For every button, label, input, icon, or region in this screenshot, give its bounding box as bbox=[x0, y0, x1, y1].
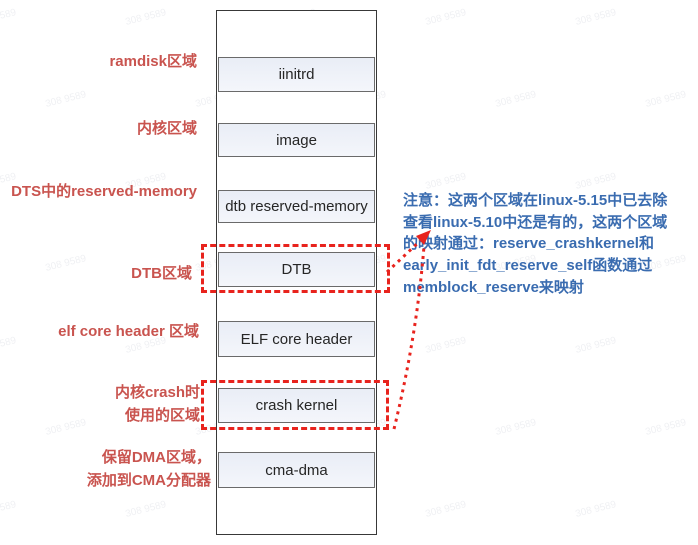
note-text: 注意：这两个区域在linux-5.15中已去除 查看linux-5.10中还是有… bbox=[403, 190, 695, 299]
side-label-dma-cma-line1: 保留DMA区域， bbox=[101, 449, 211, 466]
memory-box-dtb: DTB bbox=[218, 252, 375, 287]
watermark-text: 308 9589 bbox=[44, 89, 88, 110]
note-line-1: 注意：这两个区域在linux-5.15中已去除 bbox=[403, 192, 668, 209]
memory-box-crash-kernel: crash kernel bbox=[218, 388, 375, 423]
side-label-dma-cma-line2: 添加到CMA分配器 bbox=[86, 472, 211, 489]
highlight-box-dtb bbox=[201, 244, 390, 293]
watermark-text: 308 9589 bbox=[0, 7, 18, 28]
watermark-text: 308 9589 bbox=[124, 499, 168, 520]
watermark-text: 308 9589 bbox=[424, 335, 468, 356]
side-label-elf-core-header: elf core header 区域 bbox=[58, 323, 199, 340]
note-line-5: memblock_reserve来映射 bbox=[403, 278, 584, 296]
watermark-text: 308 9589 bbox=[494, 89, 538, 110]
memory-box-elf-core-header: ELF core header bbox=[218, 321, 375, 357]
side-label-kernel: 内核区域 bbox=[136, 120, 197, 137]
side-label-crash-kernel-line2: 使用的区域 bbox=[124, 407, 200, 424]
note-line-3: 的映射通过：reserve_crashkernel和 bbox=[403, 235, 654, 253]
watermark-text: 308 9589 bbox=[424, 7, 468, 28]
watermark-text: 308 9589 bbox=[574, 499, 618, 520]
side-label-ramdisk: ramdisk区域 bbox=[109, 53, 197, 70]
watermark-text: 308 9589 bbox=[644, 89, 688, 110]
note-line-2: 查看linux-5.10中还是有的，这两个区域 bbox=[403, 213, 668, 231]
memory-box-dtb-reserved-memory: dtb reserved-memory bbox=[218, 190, 375, 223]
watermark-text: 308 9589 bbox=[424, 499, 468, 520]
memory-box-cma-dma: cma-dma bbox=[218, 452, 375, 488]
side-label-dtb: DTB区域 bbox=[131, 265, 192, 282]
memory-box-image: image bbox=[218, 123, 375, 157]
watermark-text: 308 9589 bbox=[494, 417, 538, 438]
watermark-text: 308 9589 bbox=[644, 417, 688, 438]
watermark-text: 308 9589 bbox=[574, 171, 618, 192]
side-label-dts-reserved-memory: DTS中的reserved-memory bbox=[11, 183, 197, 200]
watermark-text: 308 9589 bbox=[124, 7, 168, 28]
side-label-crash-kernel: 内核crash时 使用的区域 bbox=[0, 381, 200, 427]
watermark-text: 308 9589 bbox=[0, 499, 18, 520]
note-line-4: early_init_fdt_reserve_self函数通过 bbox=[403, 257, 653, 275]
memory-box-iinitrd: iinitrd bbox=[218, 57, 375, 92]
highlight-box-crash-kernel bbox=[201, 380, 389, 430]
watermark-text: 308 9589 bbox=[574, 335, 618, 356]
side-label-crash-kernel-line1: 内核crash时 bbox=[114, 384, 200, 401]
watermark-text: 308 9589 bbox=[424, 171, 468, 192]
watermark-text: 308 9589 bbox=[574, 7, 618, 28]
side-label-dma-cma: 保留DMA区域， 添加到CMA分配器 bbox=[0, 446, 211, 492]
